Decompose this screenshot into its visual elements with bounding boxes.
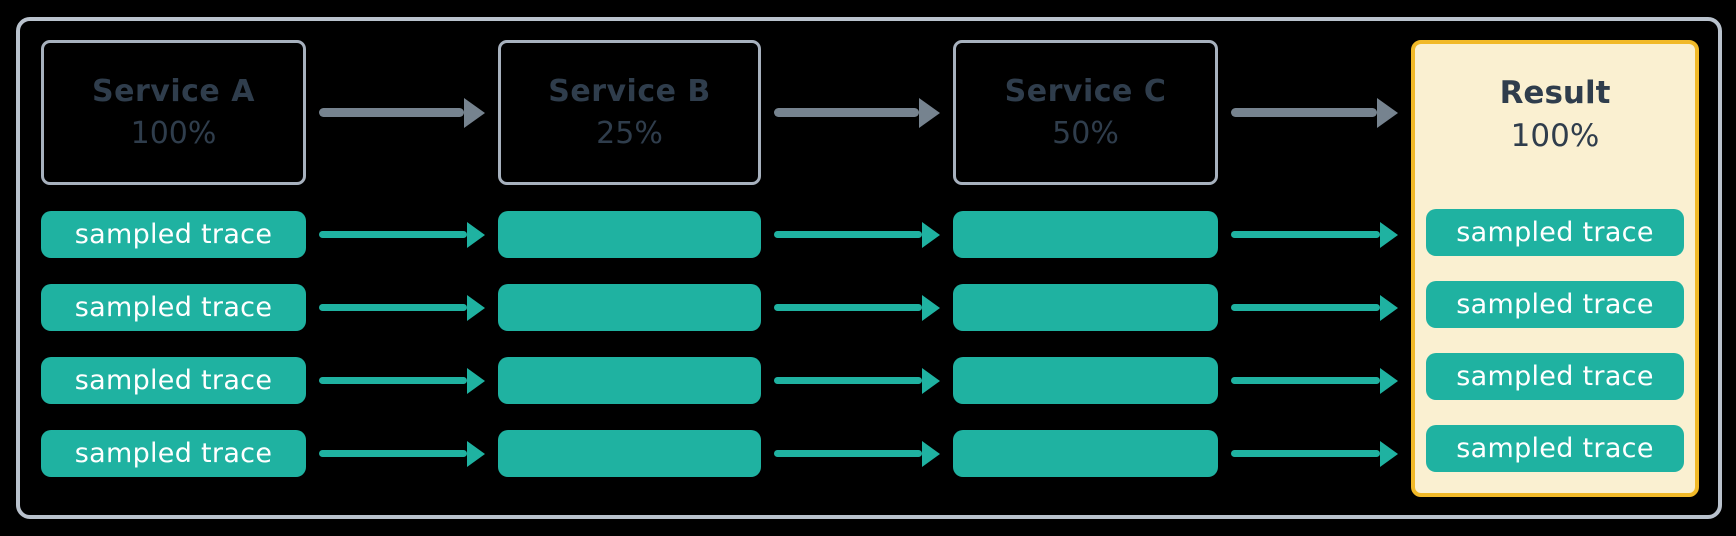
trace-arrow xyxy=(1218,430,1411,477)
sampled-trace-pill: sampled trace xyxy=(1426,281,1684,328)
service-c-percent: 50% xyxy=(1052,116,1119,151)
trace-pill xyxy=(498,284,761,331)
service-c-label: Service C xyxy=(1004,74,1167,109)
arrow-head-icon xyxy=(922,440,940,467)
result-box: Result 100% sampled trace sampled trace … xyxy=(1411,40,1699,497)
result-title: Result 100% xyxy=(1426,44,1684,184)
arrow-b-to-c xyxy=(761,40,953,185)
sampled-trace-pill: sampled trace xyxy=(41,284,306,331)
trace-arrow xyxy=(761,284,953,331)
arrow-shaft xyxy=(1231,231,1380,238)
sampled-trace-pill: sampled trace xyxy=(1426,353,1684,400)
arrow-shaft xyxy=(319,231,467,238)
trace-arrow xyxy=(761,211,953,258)
trace-arrow xyxy=(761,430,953,477)
sampled-trace-pill: sampled trace xyxy=(1426,425,1684,472)
trace-arrow xyxy=(1218,211,1411,258)
arrow-shaft xyxy=(319,304,467,311)
arrow-head-icon xyxy=(467,221,485,248)
diagram-frame: Service A 100% Service B 25% Service C 5… xyxy=(16,17,1722,519)
arrow-shaft xyxy=(319,377,467,384)
arrow-c-to-result xyxy=(1218,40,1411,185)
arrow-head-icon xyxy=(1380,221,1398,248)
trace-arrow xyxy=(306,284,498,331)
arrow-head-icon xyxy=(464,97,485,128)
sampled-trace-pill: sampled trace xyxy=(41,211,306,258)
arrow-head-icon xyxy=(1377,97,1398,128)
diagram-grid: Service A 100% Service B 25% Service C 5… xyxy=(41,40,1699,497)
trace-arrow xyxy=(761,357,953,404)
trace-arrow xyxy=(306,357,498,404)
arrow-head-icon xyxy=(1380,367,1398,394)
service-a-label: Service A xyxy=(92,74,255,109)
arrow-shaft xyxy=(774,231,922,238)
arrow-head-icon xyxy=(922,294,940,321)
trace-pill xyxy=(953,430,1218,477)
arrow-head-icon xyxy=(1380,440,1398,467)
arrow-shaft xyxy=(319,108,464,117)
arrow-head-icon xyxy=(919,97,940,128)
trace-pill xyxy=(953,284,1218,331)
sampled-trace-pill: sampled trace xyxy=(1426,209,1684,256)
service-a-box: Service A 100% xyxy=(41,40,306,185)
arrow-shaft xyxy=(1231,377,1380,384)
service-a-percent: 100% xyxy=(130,116,217,151)
sampled-trace-pill: sampled trace xyxy=(41,430,306,477)
service-c-box: Service C 50% xyxy=(953,40,1218,185)
arrow-head-icon xyxy=(922,221,940,248)
arrow-shaft xyxy=(774,304,922,311)
arrow-shaft xyxy=(1231,108,1377,117)
arrow-shaft xyxy=(1231,304,1380,311)
result-label: Result xyxy=(1499,74,1611,111)
trace-arrow xyxy=(306,430,498,477)
service-b-label: Service B xyxy=(548,74,711,109)
trace-pill xyxy=(498,211,761,258)
trace-pill xyxy=(953,211,1218,258)
service-b-box: Service B 25% xyxy=(498,40,761,185)
arrow-head-icon xyxy=(467,294,485,321)
arrow-shaft xyxy=(774,377,922,384)
arrow-shaft xyxy=(774,450,922,457)
result-percent: 100% xyxy=(1510,117,1600,154)
trace-pill xyxy=(498,430,761,477)
sampled-trace-pill: sampled trace xyxy=(41,357,306,404)
arrow-shaft xyxy=(774,108,919,117)
trace-pill xyxy=(498,357,761,404)
trace-pill xyxy=(953,357,1218,404)
arrow-head-icon xyxy=(1380,294,1398,321)
trace-arrow xyxy=(1218,284,1411,331)
arrow-head-icon xyxy=(922,367,940,394)
arrow-shaft xyxy=(319,450,467,457)
trace-arrow xyxy=(1218,357,1411,404)
trace-arrow xyxy=(306,211,498,258)
arrow-a-to-b xyxy=(306,40,498,185)
arrow-shaft xyxy=(1231,450,1380,457)
arrow-head-icon xyxy=(467,367,485,394)
arrow-head-icon xyxy=(467,440,485,467)
service-b-percent: 25% xyxy=(596,116,663,151)
